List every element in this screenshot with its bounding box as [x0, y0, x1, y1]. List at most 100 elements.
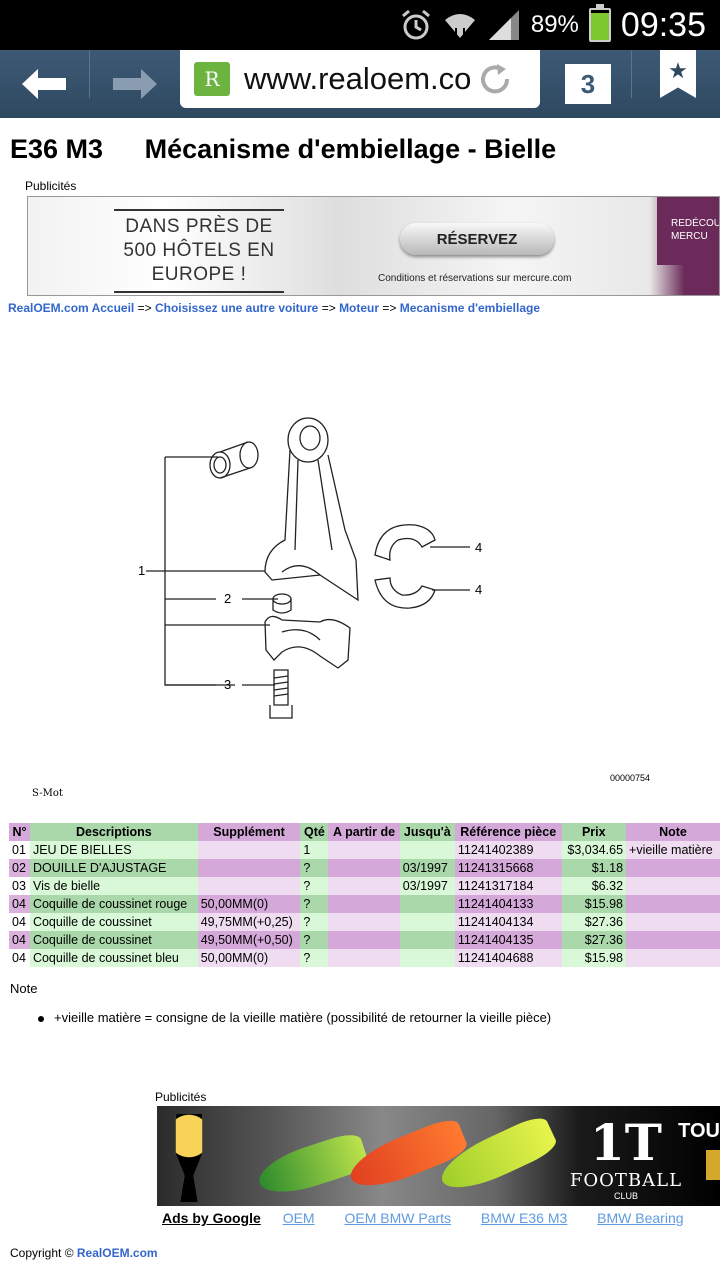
part-description: Vis de bielle	[29, 877, 198, 895]
breadcrumb-car-link[interactable]: Choisissez une autre voiture	[154, 301, 319, 315]
forward-button[interactable]	[90, 50, 180, 118]
parts-table: N° Descriptions Supplément Qté A partir …	[9, 823, 720, 967]
ad-banner-football[interactable]: 1T FOOTBALL CLUB TOU	[157, 1106, 720, 1206]
part-number-index: 02	[9, 859, 30, 877]
ads-label: Publicités	[155, 1090, 207, 1104]
breadcrumb-home-link[interactable]: RealOEM.com Accueil	[8, 301, 135, 315]
clock: 09:35	[620, 5, 706, 44]
part-from-date	[328, 913, 400, 931]
ad-link-bmw-bearing[interactable]: BMW Bearing	[597, 1210, 684, 1226]
diagram-caption: S-Mot	[32, 788, 63, 799]
arrow-right-icon	[113, 69, 157, 99]
ad-right-text: REDÉCOU MERCU	[657, 197, 719, 265]
part-number-index: 04	[9, 931, 30, 949]
part-description: Coquille de coussinet	[29, 931, 198, 949]
part-until-date	[399, 895, 455, 913]
diagram-callout[interactable]: 3	[224, 677, 231, 692]
part-price: $15.98	[561, 895, 627, 913]
col-header-description: Descriptions	[29, 823, 198, 841]
car-model: E36 M3	[10, 134, 104, 164]
url-bar[interactable]: R www.realoem.co	[180, 50, 540, 108]
part-supplement	[197, 877, 301, 895]
ad-text-tou: TOU	[678, 1120, 720, 1142]
part-reference[interactable]: 11241317184	[454, 877, 562, 895]
part-quantity: ?	[300, 859, 329, 877]
boot-image	[253, 1129, 371, 1203]
breadcrumb-crank-link[interactable]: Mecanisme d'embiellage	[399, 301, 541, 315]
part-reference[interactable]: 11241404688	[454, 949, 562, 967]
ad-conditions: Conditions et réservations sur mercure.c…	[378, 273, 572, 284]
part-description: Coquille de coussinet bleu	[29, 949, 198, 967]
note-item: +vieille matière = consigne de la vieill…	[38, 1010, 551, 1025]
diagram-callout[interactable]: 1	[138, 563, 145, 578]
part-description: Coquille de coussinet	[29, 913, 198, 931]
part-price: $6.32	[561, 877, 627, 895]
part-note	[626, 877, 720, 895]
ad-link-bmw-e36-m3[interactable]: BMW E36 M3	[480, 1210, 568, 1226]
col-header-number: N°	[9, 823, 30, 841]
url-text: www.realoem.co	[244, 61, 472, 96]
part-until-date	[399, 949, 455, 967]
col-header-price: Prix	[561, 823, 627, 841]
diagram-callout[interactable]: 2	[224, 591, 231, 606]
copyright-link[interactable]: RealOEM.com	[76, 1246, 158, 1260]
part-reference[interactable]: 11241315668	[454, 859, 562, 877]
part-from-date	[328, 931, 400, 949]
part-from-date	[328, 841, 400, 859]
part-supplement	[197, 859, 301, 877]
tabs-button[interactable]: 3	[548, 50, 628, 118]
col-header-until: Jusqu'à	[399, 823, 455, 841]
ad-link-oem[interactable]: OEM	[282, 1210, 315, 1226]
part-reference[interactable]: 11241402389	[454, 841, 562, 859]
part-until-date: 03/1997	[399, 877, 455, 895]
part-price: $3,034.65	[561, 841, 627, 859]
alarm-icon	[401, 9, 430, 40]
refresh-icon[interactable]	[477, 61, 513, 97]
part-reference[interactable]: 11241404134	[454, 913, 562, 931]
back-button[interactable]	[0, 50, 88, 118]
football-club-logo: 1T FOOTBALL CLUB	[569, 1113, 683, 1202]
part-until-date	[399, 841, 455, 859]
bookmark-button[interactable]: ★	[636, 50, 720, 118]
part-note	[626, 949, 720, 967]
part-until-date	[399, 931, 455, 949]
part-quantity: ?	[300, 949, 329, 967]
part-description: Coquille de coussinet rouge	[29, 895, 198, 913]
part-from-date	[328, 949, 400, 967]
part-price: $15.98	[561, 949, 627, 967]
parts-diagram[interactable]: 1 2 3 4 4 00000754 S-Mot	[20, 400, 680, 800]
ad-reserve-button[interactable]: RÉSERVEZ	[400, 223, 554, 255]
ad-link-oem-bmw-parts[interactable]: OEM BMW Parts	[344, 1210, 452, 1226]
part-price: $1.18	[561, 859, 627, 877]
col-header-supplement: Supplément	[197, 823, 301, 841]
breadcrumb-engine-link[interactable]: Moteur	[339, 301, 380, 315]
ads-by-google[interactable]: Ads by Google	[162, 1210, 261, 1226]
part-from-date	[328, 877, 400, 895]
ad-headline: DANS PRÈS DE 500 HÔTELS EN EUROPE !	[114, 209, 284, 293]
diagram-callout[interactable]: 4	[475, 540, 482, 555]
signal-icon	[488, 10, 519, 40]
part-number-index: 04	[9, 913, 30, 931]
part-reference[interactable]: 11241404135	[454, 931, 562, 949]
battery-percentage: 89%	[530, 11, 579, 38]
breadcrumb-separator: =>	[321, 301, 336, 315]
part-until-date: 03/1997	[399, 859, 455, 877]
part-note: +vieille matière	[626, 841, 720, 859]
part-note	[626, 913, 720, 931]
part-reference[interactable]: 11241404133	[454, 895, 562, 913]
part-supplement: 50,00MM(0)	[197, 949, 301, 967]
part-supplement: 49,50MM(+0,50)	[197, 931, 301, 949]
part-quantity: ?	[300, 931, 329, 949]
ad-banner-mercure[interactable]: DANS PRÈS DE 500 HÔTELS EN EUROPE ! RÉSE…	[27, 196, 720, 296]
diagram-callout[interactable]: 4	[475, 582, 482, 597]
copyright: Copyright © RealOEM.com	[10, 1246, 158, 1260]
breadcrumb: RealOEM.com Accueil => Choisissez une au…	[8, 301, 540, 315]
page-title: E36 M3 Mécanisme d'embiellage - Bielle	[10, 134, 556, 165]
